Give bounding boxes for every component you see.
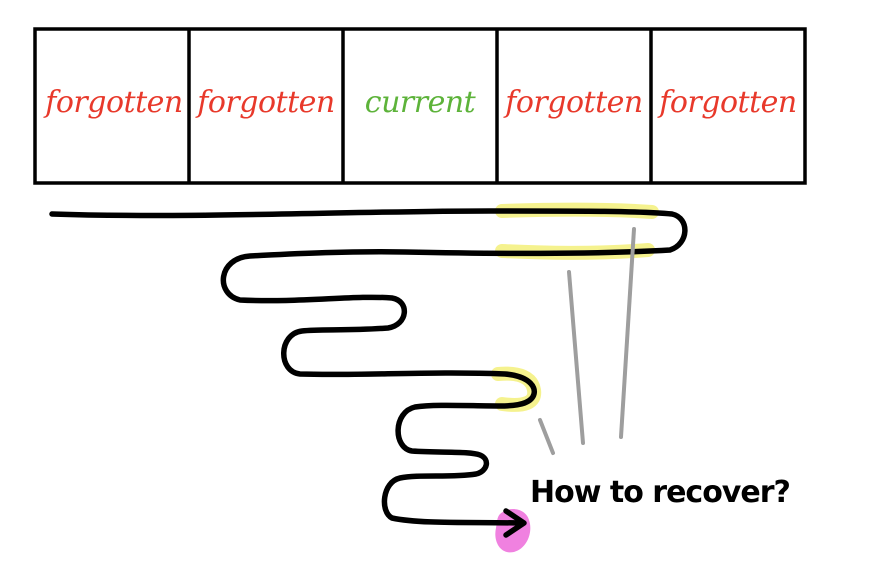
cell-label-2: forgotten	[195, 85, 334, 120]
cell-label-4: forgotten	[503, 85, 642, 120]
cell-label-3: current	[365, 85, 477, 120]
pointer-lines	[538, 227, 636, 455]
cell-label-5: forgotten	[657, 85, 796, 120]
pointer-line	[567, 270, 585, 445]
question-annotation: How to recover?	[530, 475, 790, 510]
arrowhead	[503, 508, 527, 538]
pointer-line	[538, 418, 555, 455]
grid-frame	[33, 27, 807, 185]
trajectory-line	[49, 208, 688, 526]
cell-grid: forgotten forgotten current forgotten fo…	[33, 27, 807, 185]
pointer-line	[619, 227, 636, 439]
cell-label-1: forgotten	[43, 85, 182, 120]
